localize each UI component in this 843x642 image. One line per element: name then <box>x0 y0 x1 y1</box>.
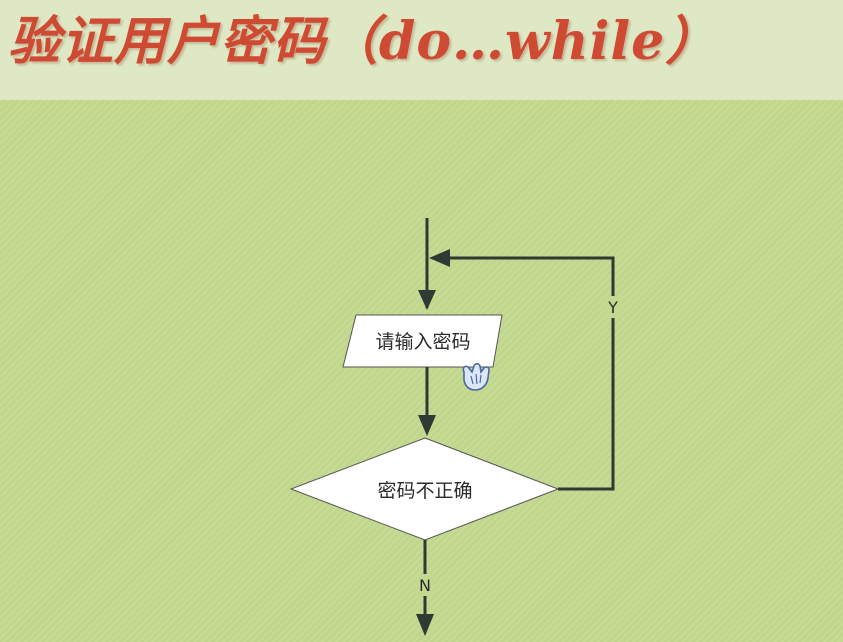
slide-body <box>0 100 843 642</box>
branch-no-label: N <box>419 576 431 595</box>
slide-title: 验证用户密码（do…while） <box>8 11 719 72</box>
arrowhead-exit <box>416 614 434 636</box>
decision-node-label: 密码不正确 <box>377 480 472 502</box>
arrowhead-input <box>418 290 436 310</box>
arrowhead-loop <box>429 249 450 267</box>
decision-node: 密码不正确 <box>289 437 560 541</box>
input-node: 请输入密码 <box>342 314 503 368</box>
branch-yes-bg <box>604 296 622 318</box>
title-band: 验证用户密码（do…while） <box>0 0 843 101</box>
input-node-label: 请输入密码 <box>375 331 470 353</box>
hand-pointer-icon <box>462 362 490 391</box>
branch-yes-label: Y <box>607 298 618 317</box>
arrowhead-decision <box>418 415 436 436</box>
branch-no-bg <box>416 574 434 596</box>
loop-back-line <box>450 256 615 491</box>
